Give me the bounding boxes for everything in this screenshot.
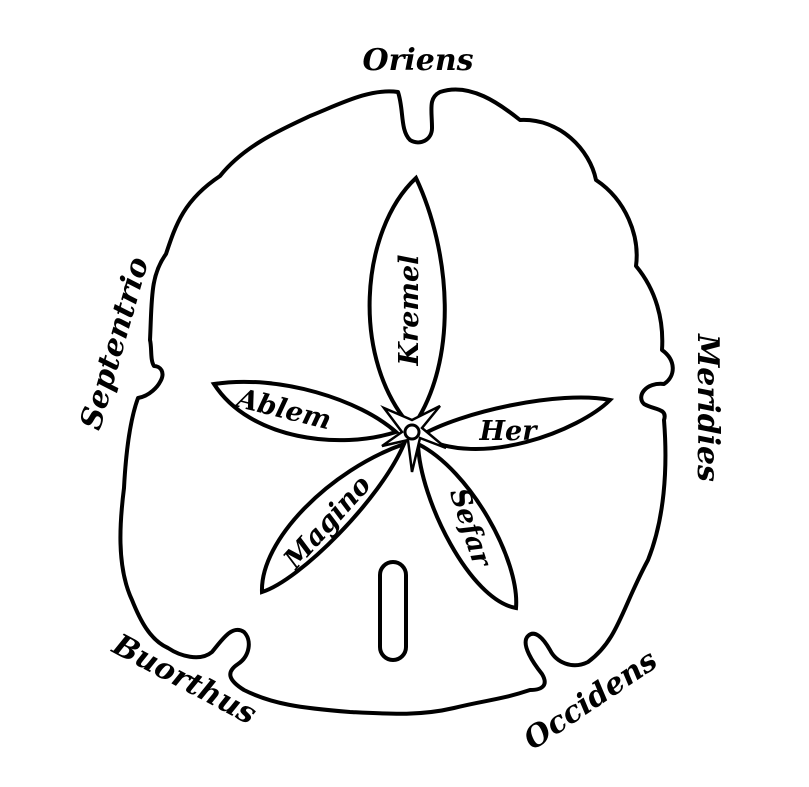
sand-dollar-outline (118, 87, 675, 716)
petal-right (416, 395, 615, 452)
petal-right-label: Her (479, 416, 539, 447)
direction-right-label: Meridies (690, 333, 725, 482)
petal-left (210, 379, 400, 443)
direction-left-label: Septentrio (74, 253, 157, 433)
petal-bottom-right (415, 440, 519, 611)
direction-top-label: Oriens (362, 43, 473, 78)
center-hole (403, 423, 421, 441)
direction-bottom-left-label: Buorthus (106, 627, 262, 732)
lower-slot (378, 560, 408, 662)
petal-top (367, 174, 447, 432)
petal-top-label: Kremel (394, 255, 425, 367)
petal-bottom-left (259, 440, 408, 595)
